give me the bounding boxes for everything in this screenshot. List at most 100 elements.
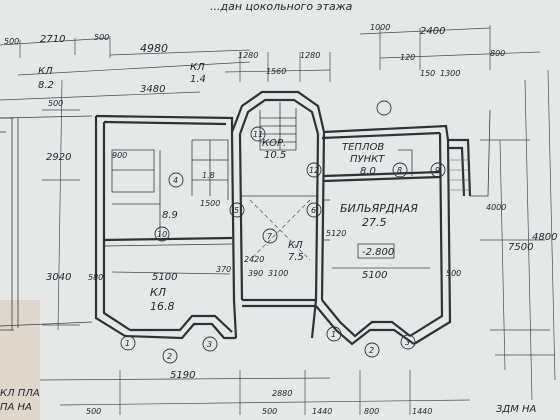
dim-1440-b: 1440 — [412, 407, 432, 416]
dim-2920: 2920 — [46, 152, 71, 163]
left-dimension-lines — [0, 79, 80, 331]
left-room-details — [111, 139, 229, 236]
dim-1440: 1440 — [312, 407, 332, 416]
area-billiard: 27.5 — [362, 216, 387, 229]
dimension-labels: 500 2710 500 4980 1280 1560 1280 1000 24… — [4, 23, 557, 416]
area-room-18: 1.8 — [202, 171, 215, 180]
circle-mark-label: 4 — [173, 176, 178, 185]
label-kl-top: КЛ — [190, 62, 205, 73]
dim-1300: 1300 — [440, 69, 460, 78]
dim-3480: 3480 — [140, 84, 165, 95]
dim-500-t2: 500 — [94, 33, 109, 42]
drawing-title: ...дан цокольного этажа — [210, 0, 353, 13]
circle-mark — [400, 334, 416, 350]
circle-mark-label: 1 — [125, 339, 130, 348]
dim-800-tr: 800 — [490, 49, 505, 58]
circle-mark — [326, 326, 342, 342]
label-bottom-left-2: ПА НА — [0, 402, 32, 413]
dim-370: 370 — [216, 265, 231, 274]
dim-500-r: 500 — [446, 269, 461, 278]
circle-mark — [154, 226, 170, 242]
dim-7500: 7500 — [508, 242, 533, 253]
circle-mark — [162, 348, 178, 364]
dim-1280-a: 1280 — [238, 51, 258, 60]
dim-2710: 2710 — [40, 34, 65, 45]
paper-edge-shadow — [0, 300, 40, 420]
circle-mark — [168, 172, 184, 188]
right-dimension-lines — [480, 69, 556, 401]
elevation-box — [357, 243, 395, 259]
dim-2400: 2400 — [420, 26, 445, 37]
circle-mark — [306, 162, 322, 178]
right-annex — [448, 109, 491, 197]
circle-mark-label: 8 — [397, 166, 402, 175]
circle-mark-label: 10 — [157, 230, 167, 239]
dim-500-l: 500 — [48, 99, 63, 108]
circle-mark-label: 2 — [369, 346, 374, 355]
dim-5120: 5120 — [326, 229, 346, 238]
circle-mark-label: 5 — [234, 206, 239, 215]
circle-mark-label: 2 — [167, 352, 172, 361]
circle-mark — [262, 228, 278, 244]
dim-900: 900 — [112, 151, 127, 160]
dim-500-bl: 500 — [86, 407, 101, 416]
circle-mark — [364, 342, 380, 358]
dim-3100: 3100 — [268, 269, 288, 278]
dim-2880: 2880 — [272, 389, 292, 398]
circle-mark — [229, 202, 245, 218]
circle-mark-label: 12 — [309, 166, 319, 175]
circle-mark — [430, 162, 446, 178]
area-kl-top: 1.4 — [190, 74, 206, 85]
circle-mark-label: 3 — [207, 340, 212, 349]
dim-4800: 4800 — [532, 232, 557, 243]
area-kl-bottom-left: 16.8 — [150, 300, 175, 313]
circle-mark-label: 6 — [311, 206, 316, 215]
circle-mark-label: 9 — [435, 166, 440, 175]
dim-5190: 5190 — [170, 370, 195, 381]
circle-mark-label: 11 — [253, 130, 263, 139]
circle-mark-label: 7 — [267, 232, 273, 241]
dim-390: 390 — [248, 269, 263, 278]
central-stair — [242, 102, 316, 261]
area-teplov: 8.0 — [360, 166, 376, 177]
dim-3040: 3040 — [46, 272, 71, 283]
dim-120-a: 120 — [400, 53, 415, 62]
label-kl-center: КЛ — [288, 240, 303, 251]
label-billiard: БИЛЬЯРДНАЯ — [340, 202, 418, 215]
dim-2420: 2420 — [244, 255, 264, 264]
label-teplov: ТЕПЛОВ — [342, 142, 384, 153]
circle-mark — [202, 336, 218, 352]
label-kl-top-left: КЛ — [38, 66, 53, 77]
dim-5100-r: 5100 — [362, 270, 387, 281]
circle-mark-label: 1 — [331, 330, 336, 339]
room-labels: КЛ 8.2 КЛ 1.4 КОР. 10.5 ТЕПЛОВ ПУНКТ 8.0… — [0, 62, 537, 415]
label-kor: КОР. — [262, 138, 286, 149]
circle-mark — [392, 162, 408, 178]
dim-5100-l: 5100 — [152, 272, 177, 283]
dim-1560: 1560 — [266, 67, 286, 76]
circle-mark — [376, 100, 392, 116]
circle-mark — [306, 202, 322, 218]
outer-walls — [94, 90, 452, 346]
area-kor: 10.5 — [264, 150, 286, 161]
dim-500-tl: 500 — [4, 37, 19, 46]
circle-mark — [250, 126, 266, 142]
label-bottom-left-1: КЛ ПЛА — [0, 388, 40, 399]
dim-580: 580 — [88, 273, 103, 282]
area-kl-center: 7.5 — [288, 252, 304, 263]
circle-mark-label: 3 — [405, 338, 410, 347]
circle-mark — [120, 335, 136, 351]
bottom-dimension-lines — [39, 370, 471, 415]
label-bottom-right: ЗДМ НА — [496, 404, 537, 415]
dim-150: 150 — [420, 69, 435, 78]
label-punkt: ПУНКТ — [350, 154, 385, 165]
label-kl-bottom-left: КЛ — [150, 286, 166, 299]
dim-800-b: 800 — [364, 407, 379, 416]
circled-marks: 1 2 3 4 5 6 7 8 9 10 11 12 1 2 3 — [120, 100, 446, 364]
dim-1500: 1500 — [200, 199, 220, 208]
area-room-89: 8.9 — [162, 210, 178, 221]
top-dimension-lines — [0, 25, 541, 101]
dim-500-b2: 500 — [262, 407, 277, 416]
